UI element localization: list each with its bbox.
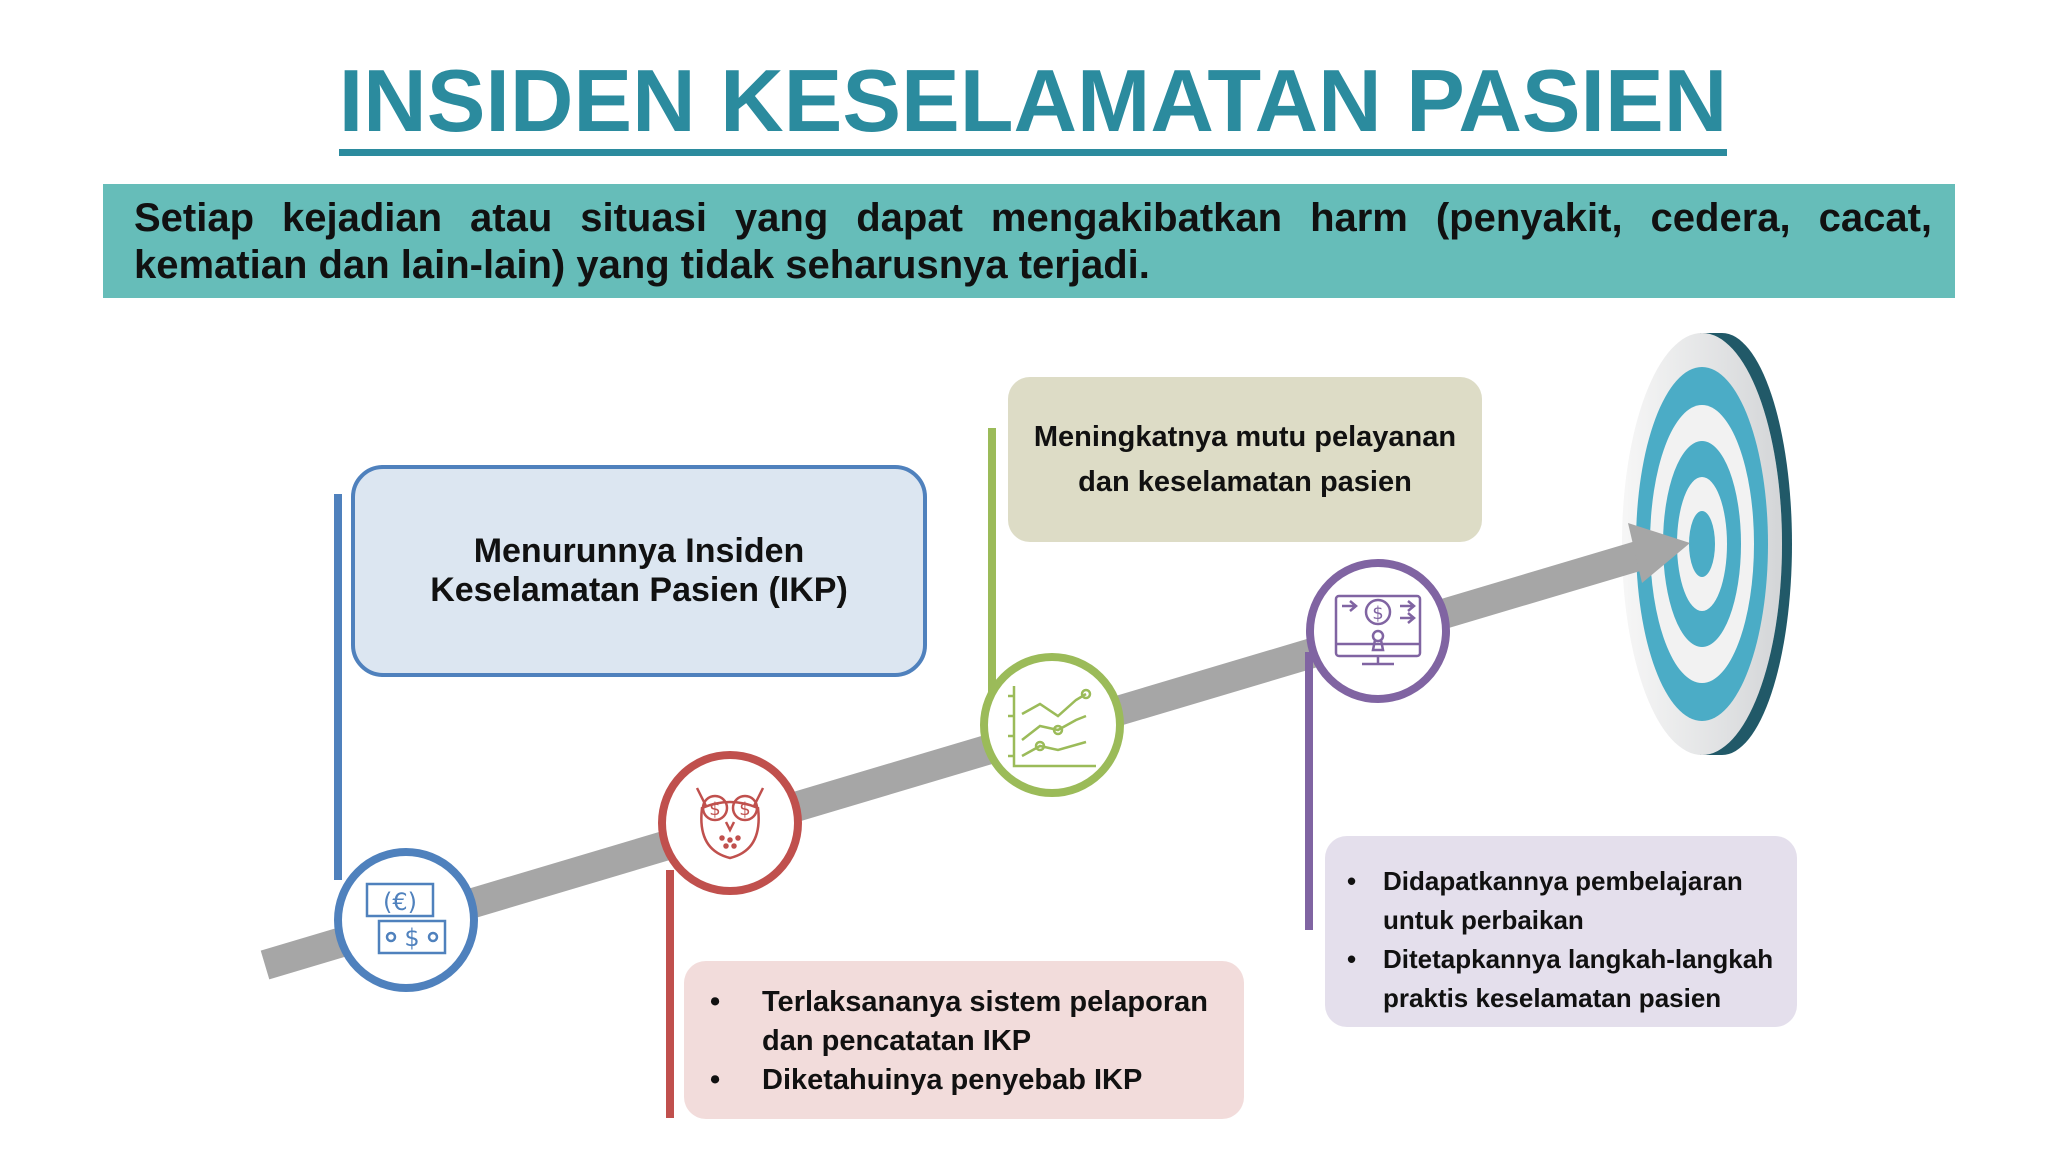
secure-payment-monitor-icon: $ (1334, 594, 1422, 666)
svg-text:$: $ (739, 799, 750, 820)
bullet-item: Ditetapkannya langkah-langkah praktis ke… (1345, 940, 1787, 1018)
definition-banner: Setiap kejadian atau situasi yang dapat … (103, 184, 1955, 298)
svg-text:$: $ (709, 799, 720, 820)
step-text-line: Meningkatnya mutu pelayanan (1033, 420, 1457, 453)
step-circle-red (658, 751, 802, 895)
money-exchange-icon: (€) $ (365, 882, 447, 955)
step-text-line: dan keselamatan pasien (1078, 465, 1412, 498)
bullet-item: Terlaksananya sistem pelaporan dan penca… (710, 983, 1234, 1061)
svg-text:(€): (€) (383, 888, 417, 916)
owl-dollar-icon: $ $ (695, 787, 765, 860)
svg-text:$: $ (1372, 603, 1383, 624)
target-icon (1622, 333, 1792, 755)
step-box-blue: Menurunnya Insiden Keselamatan Pasien (I… (351, 465, 927, 677)
step-box-green: Meningkatnya mutu pelayanan dan keselama… (1008, 377, 1482, 542)
bullet-list: Terlaksananya sistem pelaporan dan penca… (710, 983, 1234, 1100)
bullet-item: Diketahuinya penyebab IKP (710, 1061, 1234, 1100)
step-text-line: Menurunnya Insiden (473, 532, 805, 570)
svg-text:$: $ (404, 924, 419, 952)
bullet-item: Didapatkannya pembelajaran untuk perbaik… (1345, 862, 1787, 940)
page-title: INSIDEN KESELAMATAN PASIEN (0, 50, 2048, 156)
bullet-list: Didapatkannya pembelajaran untuk perbaik… (1345, 862, 1787, 1018)
step-text-line: Keselamatan Pasien (IKP) (430, 571, 848, 609)
step-circle-green (980, 653, 1124, 797)
growth-chart-icon (1008, 686, 1096, 768)
step-box-purple: Didapatkannya pembelajaran untuk perbaik… (1325, 836, 1797, 1027)
step-box-red: Terlaksananya sistem pelaporan dan penca… (684, 961, 1244, 1119)
